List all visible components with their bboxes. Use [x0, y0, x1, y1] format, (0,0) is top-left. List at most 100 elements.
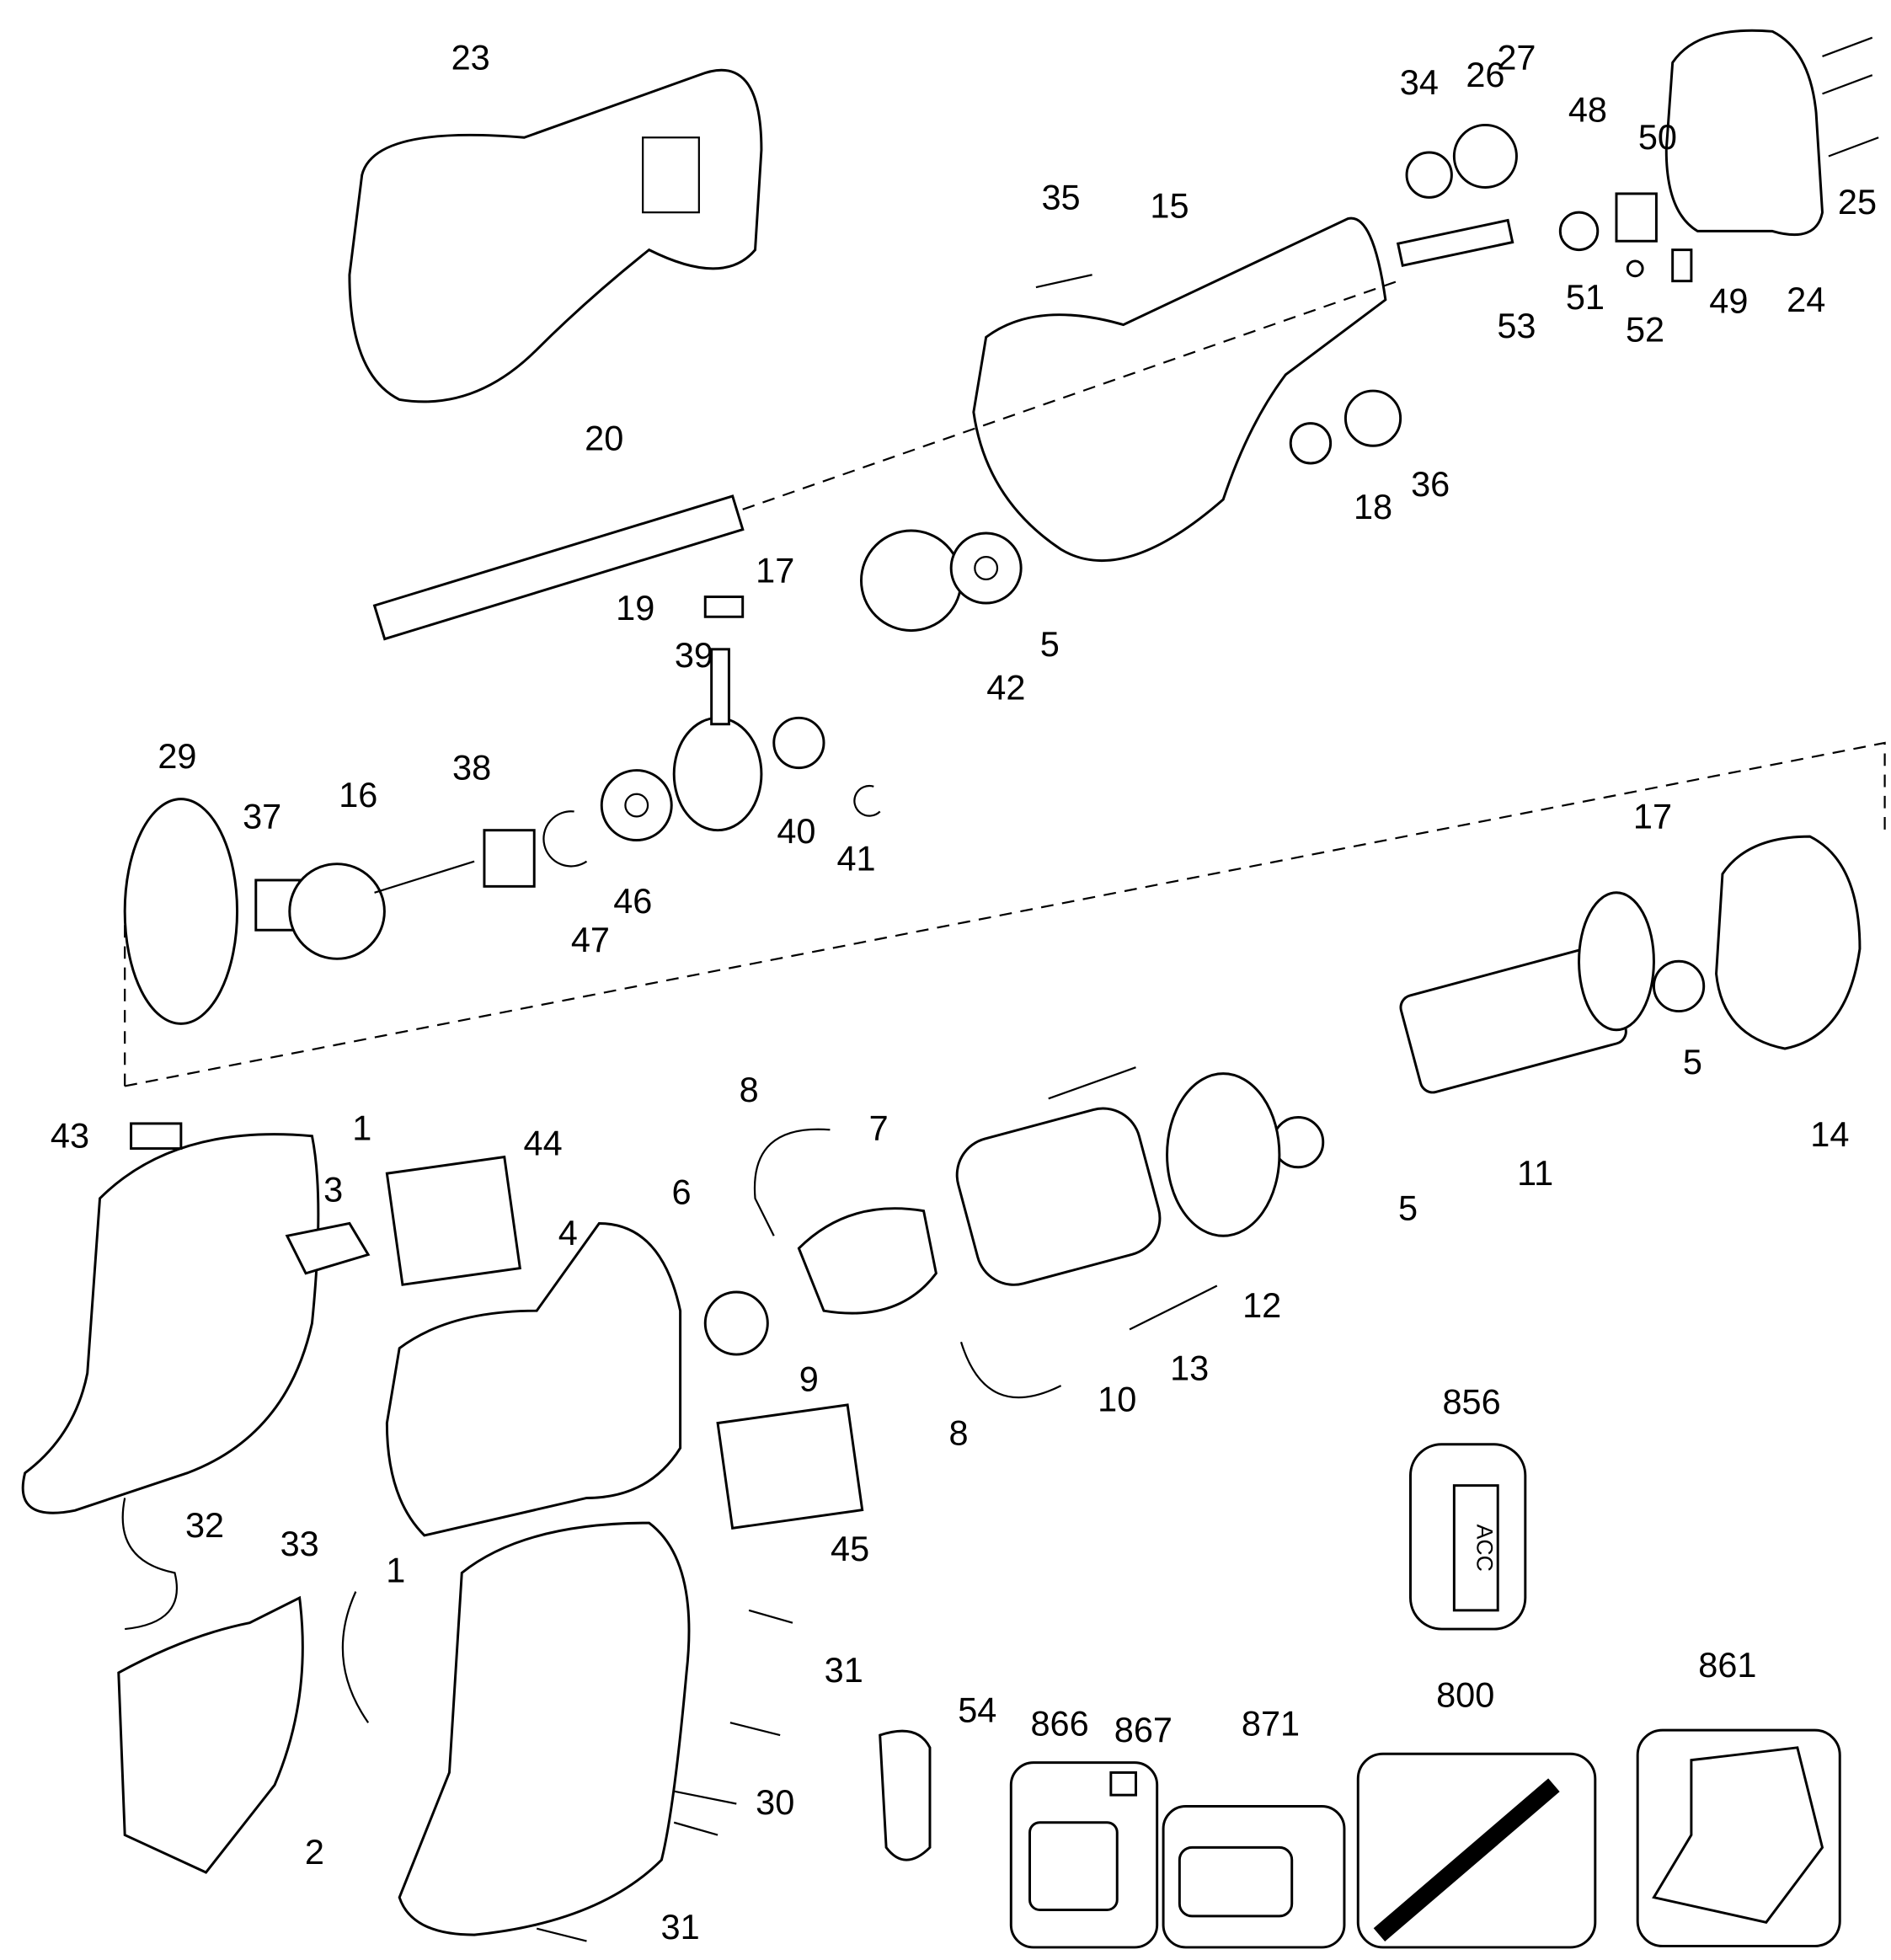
dashed-alignment-boundary	[124, 741, 1886, 1087]
part-24-blade-clamp	[1664, 29, 1824, 237]
part-label-15: 15	[1150, 186, 1189, 226]
part-label-800: 800	[1436, 1675, 1494, 1715]
accessory-871-charger	[1178, 1845, 1294, 1918]
part-label-36: 36	[1411, 464, 1450, 504]
part-34-washer	[1405, 151, 1453, 199]
accessory-800-tool	[1373, 1778, 1560, 1941]
part-label-8: 8	[949, 1413, 969, 1452]
part-19-pin	[703, 595, 745, 618]
accessory-861-case	[1652, 1746, 1824, 1924]
accessory-866-battery	[1028, 1821, 1119, 1911]
part-46-bearing	[600, 769, 673, 842]
part-1-handle-left	[21, 1133, 320, 1514]
part-label-48: 48	[1568, 90, 1607, 130]
part-53-shaft	[1396, 218, 1514, 268]
part-label-7: 7	[869, 1108, 889, 1148]
part-20-plunger	[372, 494, 745, 641]
part-3-lock	[285, 1221, 371, 1275]
part-label-16: 16	[339, 775, 377, 814]
part-5-bearing-a-bore	[974, 556, 999, 580]
part-label-39: 39	[675, 635, 713, 675]
part-label-8: 8	[740, 1070, 759, 1109]
part-label-17: 17	[756, 550, 794, 590]
part-label-33: 33	[280, 1524, 319, 1563]
part-1-handle-right	[398, 1521, 691, 1936]
part-label-30: 30	[756, 1782, 794, 1822]
part-31-screw-a	[748, 1609, 793, 1624]
part-38-sleeve	[483, 829, 536, 888]
part-5-bearing-b	[1652, 959, 1706, 1013]
part-54-cap	[879, 1729, 932, 1861]
accessory-856-tag	[1452, 1484, 1499, 1612]
part-15-gear-case	[972, 216, 1387, 563]
part-40-bushing	[772, 716, 825, 770]
part-29-gasket	[123, 798, 239, 1025]
part-label-35: 35	[1041, 177, 1080, 216]
part-label-867: 867	[1114, 1710, 1173, 1749]
part-42-plate	[859, 529, 963, 633]
part-label-31: 31	[661, 1907, 700, 1947]
dashed-alignment-line	[742, 280, 1399, 510]
part-label-50: 50	[1638, 117, 1677, 157]
part-32-wire	[121, 1498, 179, 1631]
part-6-bearing	[703, 1290, 769, 1356]
part-2-switch	[117, 1595, 304, 1874]
part-label-40: 40	[777, 811, 815, 851]
part-label-1: 1	[352, 1108, 371, 1148]
part-16-gear	[288, 863, 386, 960]
part-label-24: 24	[1787, 280, 1825, 319]
part-23-window	[642, 136, 700, 214]
part-label-32: 32	[185, 1505, 224, 1545]
part-52-ball	[1626, 259, 1644, 278]
part-label-14: 14	[1810, 1114, 1849, 1154]
part-label-46: 46	[613, 881, 652, 921]
part-39-pin	[710, 648, 730, 726]
part-label-13: 13	[1170, 1348, 1209, 1387]
part-13-screw-b	[1129, 1284, 1218, 1331]
part-label-1: 1	[386, 1550, 405, 1589]
part-label-45: 45	[831, 1529, 869, 1568]
part-4-motor-housing	[385, 1221, 682, 1537]
part-label-27: 27	[1497, 37, 1536, 77]
part-label-4: 4	[558, 1213, 578, 1252]
part-10-field	[955, 1107, 1162, 1286]
part-label-47: 47	[571, 920, 610, 959]
part-16-shaft	[374, 860, 475, 894]
part-label-12: 12	[1242, 1285, 1281, 1325]
part-label-29: 29	[158, 736, 196, 776]
part-label-10: 10	[1098, 1379, 1136, 1418]
part-label-25: 25	[1838, 182, 1877, 222]
part-label-18: 18	[1354, 487, 1392, 526]
part-label-2: 2	[305, 1832, 324, 1872]
part-label-866: 866	[1030, 1704, 1088, 1744]
part-35-screw	[1035, 274, 1092, 289]
part-36-bushing	[1343, 389, 1402, 447]
part-45-label	[716, 1403, 864, 1530]
part-31-screw-d	[536, 1927, 587, 1942]
part-label-52: 52	[1626, 309, 1664, 349]
part-23-housing-cover	[348, 68, 763, 403]
part-label-5: 5	[1683, 1042, 1702, 1081]
accessory-856-acc-text: ACC	[1472, 1525, 1497, 1572]
part-label-49: 49	[1709, 280, 1748, 320]
part-14-bearing-housing	[1715, 835, 1862, 1050]
part-label-6: 6	[672, 1172, 692, 1211]
part-label-11: 11	[1517, 1153, 1553, 1193]
part-label-42: 42	[986, 668, 1025, 708]
part-label-38: 38	[452, 748, 491, 788]
part-label-44: 44	[524, 1124, 563, 1163]
part-31-screw-b	[729, 1722, 781, 1737]
part-5-bearing-c	[1272, 1116, 1325, 1169]
part-label-31: 31	[825, 1650, 863, 1690]
part-label-9: 9	[799, 1359, 819, 1399]
part-label-19: 19	[616, 588, 654, 628]
part-13-screw-a	[1048, 1066, 1136, 1100]
part-label-54: 54	[958, 1690, 996, 1729]
part-label-53: 53	[1497, 306, 1536, 345]
part-25-screws	[1822, 36, 1879, 158]
part-11-fan	[1578, 891, 1655, 1032]
part-label-5: 5	[1398, 1188, 1418, 1228]
